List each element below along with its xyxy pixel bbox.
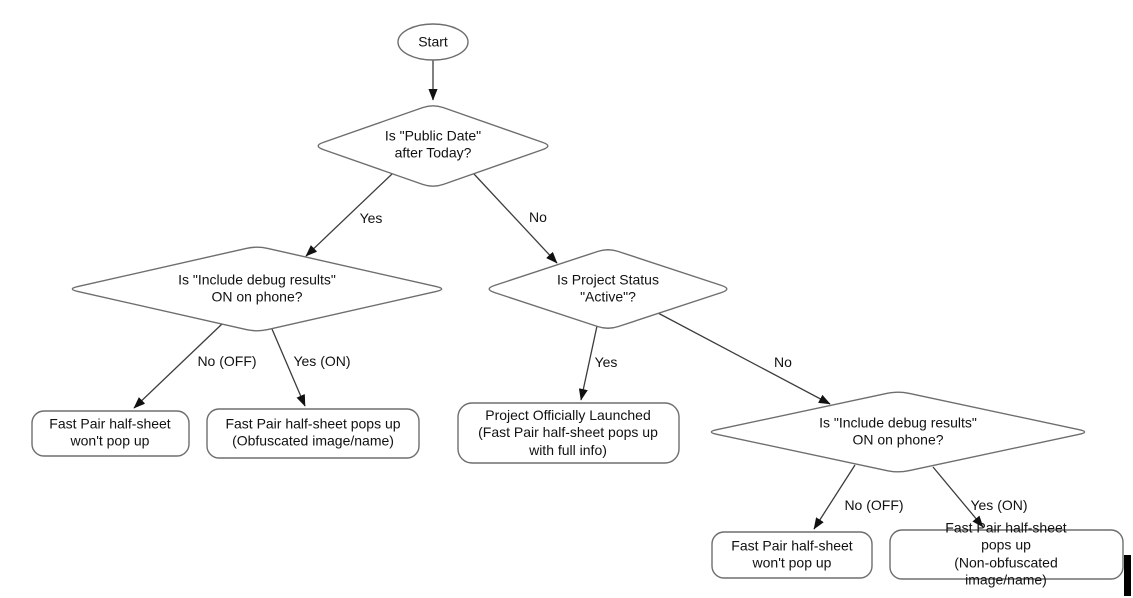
result-wont-pop-up-left bbox=[31, 410, 190, 457]
decision-project-status bbox=[488, 249, 728, 329]
result-wont-pop-up-left-label: Fast Pair half-sheet won't pop up bbox=[49, 415, 171, 449]
edge-label-debug-left-no-off: No (OFF) bbox=[197, 353, 257, 369]
edge-label-debug-right-yes-on: Yes (ON) bbox=[970, 497, 1028, 513]
edge-label-project-status-yes: Yes bbox=[594, 354, 618, 370]
decision-project-status-label: Is Project Status "Active"? bbox=[557, 271, 659, 305]
arrow-public-date-no bbox=[473, 173, 558, 264]
result-launched bbox=[457, 402, 680, 464]
edge-label-public-date-no: No bbox=[529, 209, 547, 225]
edge-label-debug-left-yes-on: Yes (ON) bbox=[293, 353, 351, 369]
edge-label-project-status-no: No bbox=[774, 354, 792, 370]
arrow-debug-right-no-off bbox=[813, 464, 856, 530]
result-launched-label: Project Officially Launched (Fast Pair h… bbox=[478, 406, 658, 458]
start-node bbox=[397, 23, 469, 61]
arrow-debug-right-yes-on bbox=[932, 466, 984, 528]
start-node-label: Start bbox=[418, 33, 448, 50]
decision-public-date-label: Is "Public Date" after Today? bbox=[384, 127, 482, 161]
arrow-public-date-yes bbox=[305, 173, 393, 257]
decision-debug-results-right bbox=[710, 391, 1086, 473]
arrow-debug-left-no-off bbox=[133, 323, 223, 409]
edge-label-debug-right-no-off: No (OFF) bbox=[844, 497, 904, 513]
arrow-project-status-no bbox=[657, 312, 831, 405]
result-obfuscated-label: Fast Pair half-sheet pops up (Obfuscated… bbox=[225, 415, 401, 449]
decision-public-date bbox=[317, 105, 549, 187]
result-non-obfuscated bbox=[889, 529, 1124, 580]
decision-debug-results-left bbox=[71, 246, 443, 332]
arrow-debug-left-yes-on bbox=[271, 328, 306, 407]
edge-label-public-date-yes: Yes bbox=[359, 210, 383, 226]
decision-debug-results-right-label: Is "Include debug results" ON on phone? bbox=[819, 414, 977, 448]
result-non-obfuscated-label: Fast Pair half-sheet pops up (Non-obfusc… bbox=[945, 519, 1067, 588]
arrow-project-status-yes bbox=[578, 325, 598, 401]
text-cursor-artifact bbox=[1124, 555, 1131, 596]
result-wont-pop-up-right-label: Fast Pair half-sheet won't pop up bbox=[731, 537, 853, 571]
decision-debug-results-left-label: Is "Include debug results" ON on phone? bbox=[178, 271, 336, 305]
result-wont-pop-up-right bbox=[711, 531, 873, 579]
result-obfuscated bbox=[206, 408, 420, 459]
